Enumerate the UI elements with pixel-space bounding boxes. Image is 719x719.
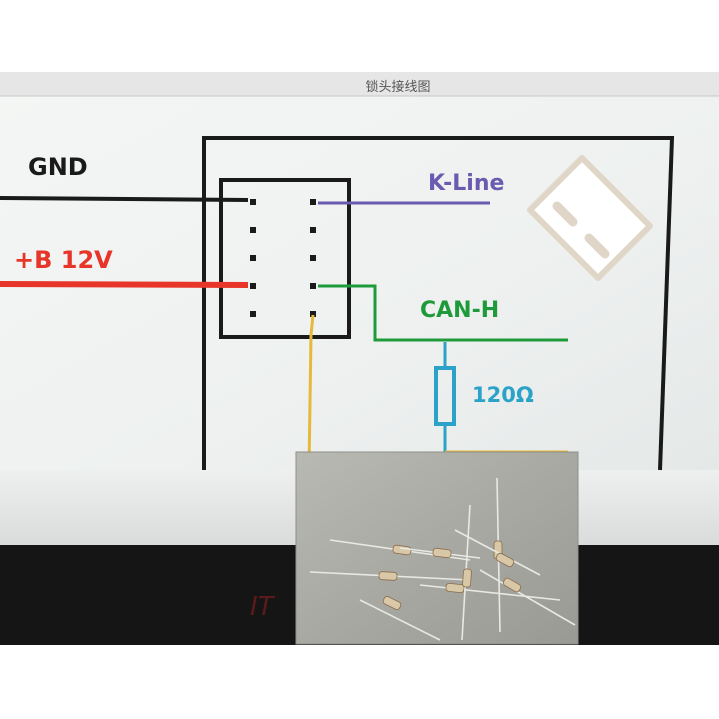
window-title: 锁头接线图	[365, 79, 430, 95]
connector-block	[219, 178, 351, 339]
connector-pins	[250, 199, 316, 317]
resistor-body	[502, 577, 522, 593]
gnd-label: GND	[28, 153, 88, 181]
resistor-body	[495, 552, 515, 568]
gnd-wire	[0, 196, 249, 202]
connector-pin	[310, 283, 316, 289]
resistor-body	[462, 568, 472, 588]
connector-pin	[310, 199, 316, 205]
resistor-lead	[359, 599, 441, 641]
brand-logo-fragment: IT	[250, 592, 276, 622]
resistor-lead	[479, 569, 576, 626]
resistor-body	[445, 582, 465, 594]
screen-area	[0, 72, 719, 477]
connector-pin	[250, 311, 256, 317]
b12v-wire	[0, 281, 249, 288]
resistor-body	[432, 547, 452, 559]
window-titlebar	[0, 72, 719, 96]
connector-pin	[250, 227, 256, 233]
b12v-label: +B 12V	[14, 246, 113, 274]
canh-label: CAN-H	[420, 298, 499, 323]
kline-label: K-Line	[428, 171, 504, 196]
connector-pin	[310, 227, 316, 233]
connector-pin	[310, 255, 316, 261]
resistor-lead	[454, 529, 541, 576]
resistor-photo-inset	[295, 451, 579, 645]
resistor-value-label: 120Ω	[472, 383, 534, 407]
canh-wire	[318, 284, 568, 342]
canl-wire	[307, 314, 315, 471]
housing-outline	[202, 136, 675, 471]
resistor-body	[392, 544, 412, 556]
resistor-body	[378, 571, 398, 581]
connector-pin	[310, 311, 316, 317]
resistor-body	[382, 596, 402, 610]
connector-pin	[250, 199, 256, 205]
connector-pin	[250, 283, 256, 289]
resistor-lead	[419, 584, 561, 601]
connector-pin	[250, 255, 256, 261]
diamond-component-icon	[527, 155, 653, 281]
